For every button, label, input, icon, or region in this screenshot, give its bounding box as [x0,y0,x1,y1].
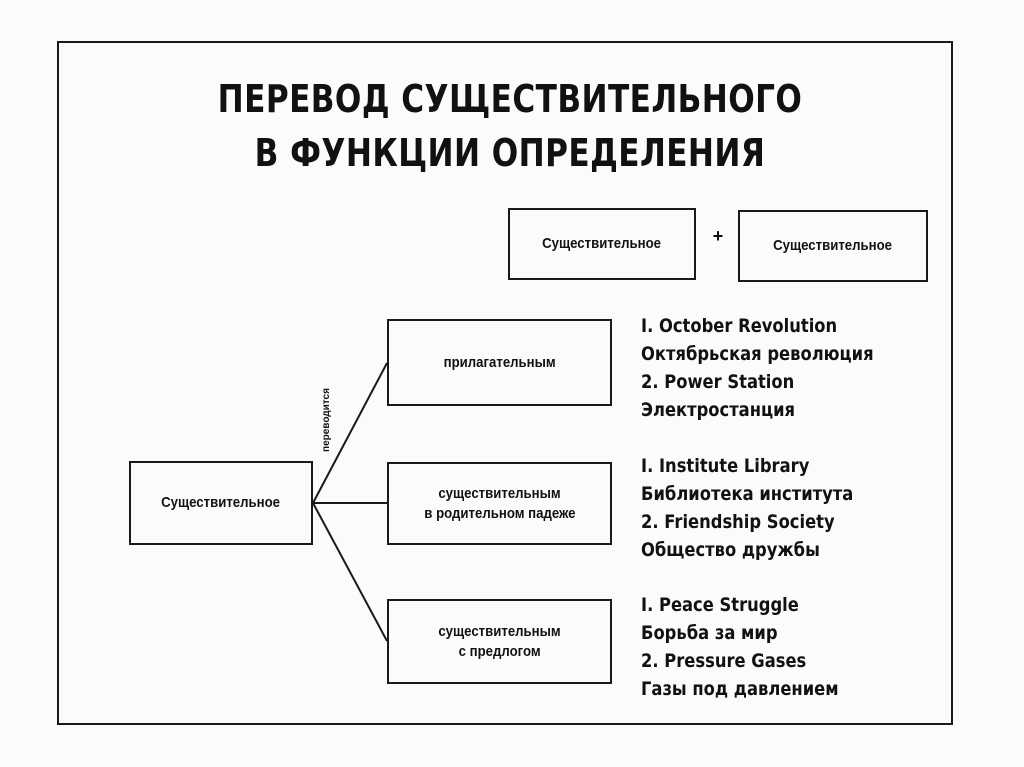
title-line-2: В ФУНКЦИИ ОПРЕДЕЛЕНИЯ [254,131,766,175]
example-line: 2. Friendship Society [641,511,835,533]
example-line: 2. Power Station [641,371,795,393]
examples-genitive: I. Institute Library Библиотека институт… [641,452,888,564]
example-line: I. Peace Struggle [641,594,799,616]
source-noun-box: Существительное [129,461,313,545]
example-line: 2. Pressure Gases [641,650,807,672]
formula-noun-right: Существительное [738,210,928,282]
example-line: Библиотека института [641,483,854,505]
target-genitive-box: существительным в родительном падеже [387,462,612,545]
example-line: Борьба за мир [641,622,778,644]
examples-adjective: I. October Revolution Октябрьская револю… [641,312,911,424]
title-line-1: ПЕРЕВОД СУЩЕСТВИТЕЛЬНОГО [217,77,803,121]
example-line: I. Institute Library [641,455,810,477]
target-preposition-box: существительным с предлогом [387,599,612,684]
examples-preposition: I. Peace Struggle Борьба за мир 2. Press… [641,591,871,703]
connector-label: переводится [321,388,332,452]
plus-sign: + [712,226,724,246]
example-line: Газы под давлением [641,678,839,700]
example-line: Октябрьская революция [641,343,874,365]
diagram-frame [57,41,953,725]
example-line: I. October Revolution [641,315,838,337]
example-line: Электростанция [641,399,796,421]
connector-to-adjective [312,362,388,504]
diagram-title: ПЕРЕВОД СУЩЕСТВИТЕЛЬНОГО В ФУНКЦИИ ОПРЕД… [198,72,821,180]
example-line: Общество дружбы [641,539,820,561]
formula-noun-left: Существительное [508,208,696,280]
connector-to-preposition [312,502,388,642]
target-adjective-box: прилагательным [387,319,612,406]
